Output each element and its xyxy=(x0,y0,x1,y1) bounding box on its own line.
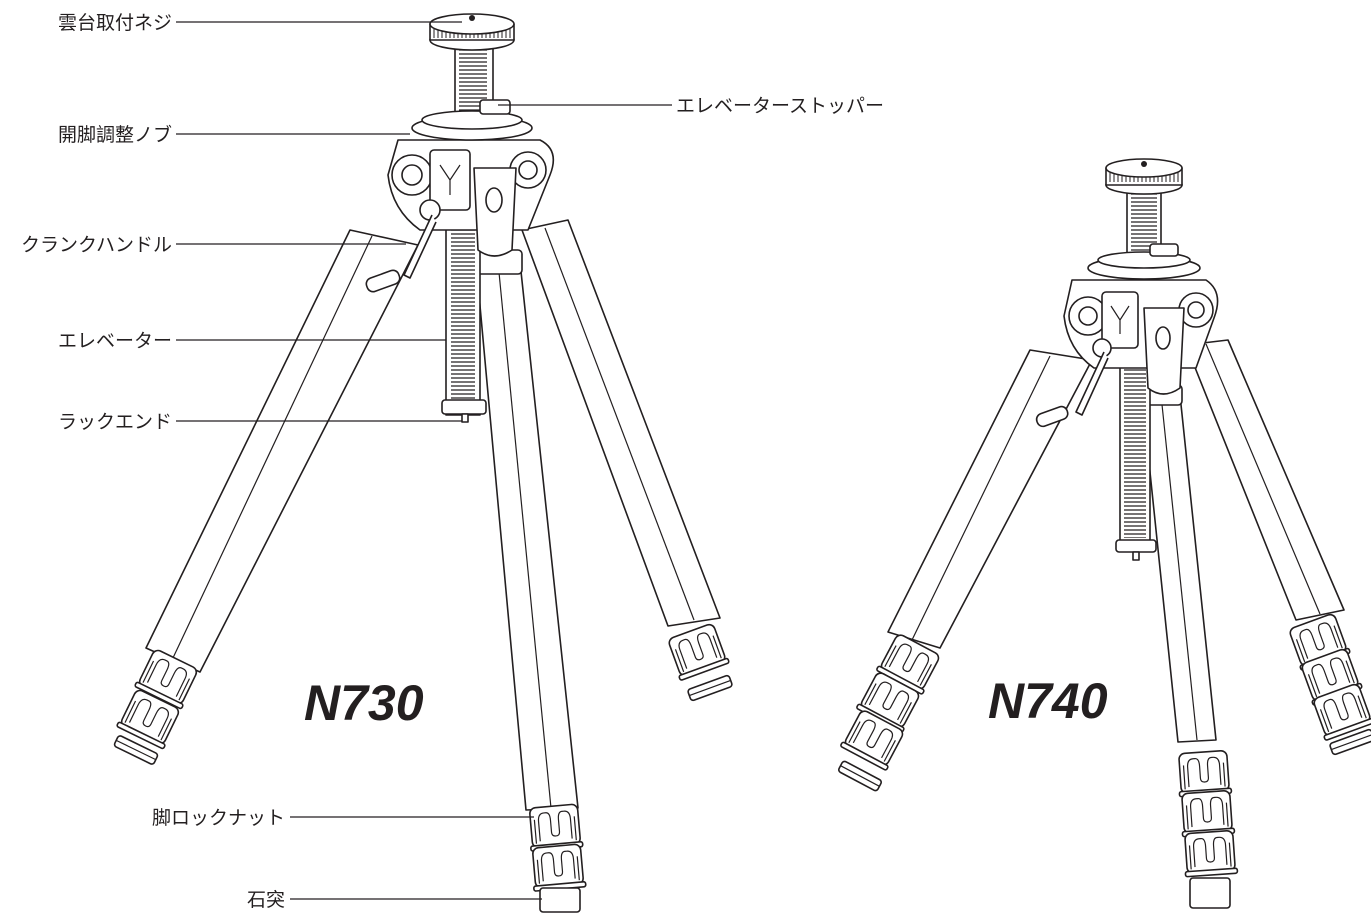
crank-handle-n730 xyxy=(365,199,441,293)
callout-leg-angle-knob: 開脚調整ノブ xyxy=(58,123,410,146)
callout-head-mount-screw: 雲台取付ネジ xyxy=(58,12,462,34)
label-leg-lock-nut: 脚ロックナット xyxy=(152,807,285,829)
label-elevator-stopper: エレベーターストッパー xyxy=(676,95,884,117)
elevator-n740 xyxy=(1115,359,1157,561)
center-leg-n730 xyxy=(471,249,587,913)
callout-elevator: エレベーター xyxy=(58,330,446,352)
model-label-n730: N730 xyxy=(304,675,424,731)
label-stone-foot: 石突 xyxy=(247,889,285,911)
hub-n740 xyxy=(1063,243,1219,395)
center-leg-n740 xyxy=(1137,384,1239,909)
label-leg-angle-knob: 開脚調整ノブ xyxy=(58,123,172,146)
tripod-n740: N740 xyxy=(836,158,1371,909)
label-crank-handle: クランクハンドル xyxy=(21,234,172,256)
callout-rack-end: ラックエンド xyxy=(58,411,462,433)
right-leg-n730 xyxy=(521,219,734,702)
callout-stone-foot: 石突 xyxy=(247,889,542,911)
right-leg-n740 xyxy=(1185,339,1371,756)
label-rack-end: ラックエンド xyxy=(58,411,172,433)
label-elevator: エレベーター xyxy=(58,330,172,352)
elevator-n730 xyxy=(441,214,487,423)
callout-elevator-stopper: エレベーターストッパー xyxy=(498,95,884,117)
callout-leg-lock-nut: 脚ロックナット xyxy=(152,807,534,829)
label-head-mount-screw: 雲台取付ネジ xyxy=(58,12,172,34)
callouts: 雲台取付ネジ エレベーターストッパー 開脚調整ノブ クランクハンドル エレベータ… xyxy=(21,12,884,911)
tripod-n730: N730 xyxy=(112,13,734,913)
model-label-n740: N740 xyxy=(988,673,1108,729)
callout-crank-handle: クランクハンドル xyxy=(21,234,406,256)
crank-handle-n740 xyxy=(1035,338,1112,428)
